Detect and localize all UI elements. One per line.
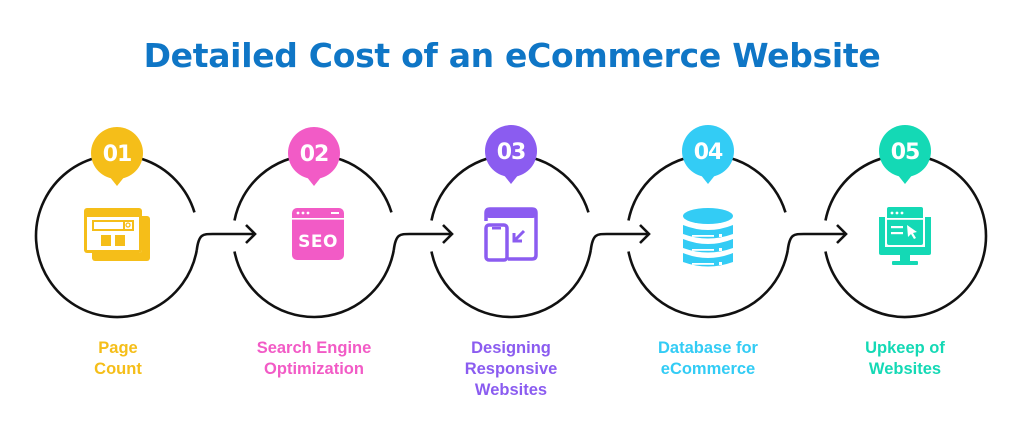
connector-3-to-4 (589, 232, 649, 251)
badge-number: 01 (103, 142, 132, 167)
arrow-head-icon (442, 224, 454, 244)
step-connectors (195, 224, 848, 251)
monitor-maintenance-icon (879, 207, 931, 265)
connector-4-to-5 (786, 232, 846, 251)
badge-03: 03 (485, 125, 537, 184)
seo-browser-icon: SEO (292, 208, 344, 260)
step-2: 02 SEO (288, 127, 344, 260)
responsive-devices-icon (484, 207, 538, 262)
web-page-search-icon (84, 208, 150, 261)
database-icon (683, 208, 733, 267)
step-label-1: Page Count (94, 339, 142, 378)
ring-5 (824, 153, 988, 319)
step-3: 03 (484, 125, 538, 262)
connector-1-to-2 (195, 232, 255, 251)
step-label-3: Designing Responsive Websites (464, 339, 558, 399)
ring-1 (34, 153, 199, 319)
badge-01: 01 (91, 127, 143, 186)
badge-number: 04 (694, 140, 723, 165)
arrow-head-icon (245, 224, 257, 244)
arrow-head-icon (639, 224, 651, 244)
badge-02: 02 (288, 127, 340, 186)
badge-05: 05 (879, 125, 931, 184)
arrow-head-icon (836, 224, 848, 244)
badge-number: 02 (300, 142, 329, 167)
page-title: Detailed Cost of an eCommerce Website (143, 36, 881, 75)
step-1: 01 (84, 127, 150, 261)
step-label-2: Search Engine Optimization (256, 339, 372, 378)
svg-text:SEO: SEO (298, 232, 338, 252)
badge-number: 03 (497, 140, 526, 165)
badge-number: 05 (891, 140, 920, 165)
connector-2-to-3 (392, 232, 452, 251)
step-5: 05 (879, 125, 931, 265)
step-label-5: Upkeep of Websites (865, 339, 945, 378)
badge-04: 04 (682, 125, 734, 184)
step-4: 04 (682, 125, 734, 267)
step-label-4: Database for eCommerce (658, 339, 758, 378)
